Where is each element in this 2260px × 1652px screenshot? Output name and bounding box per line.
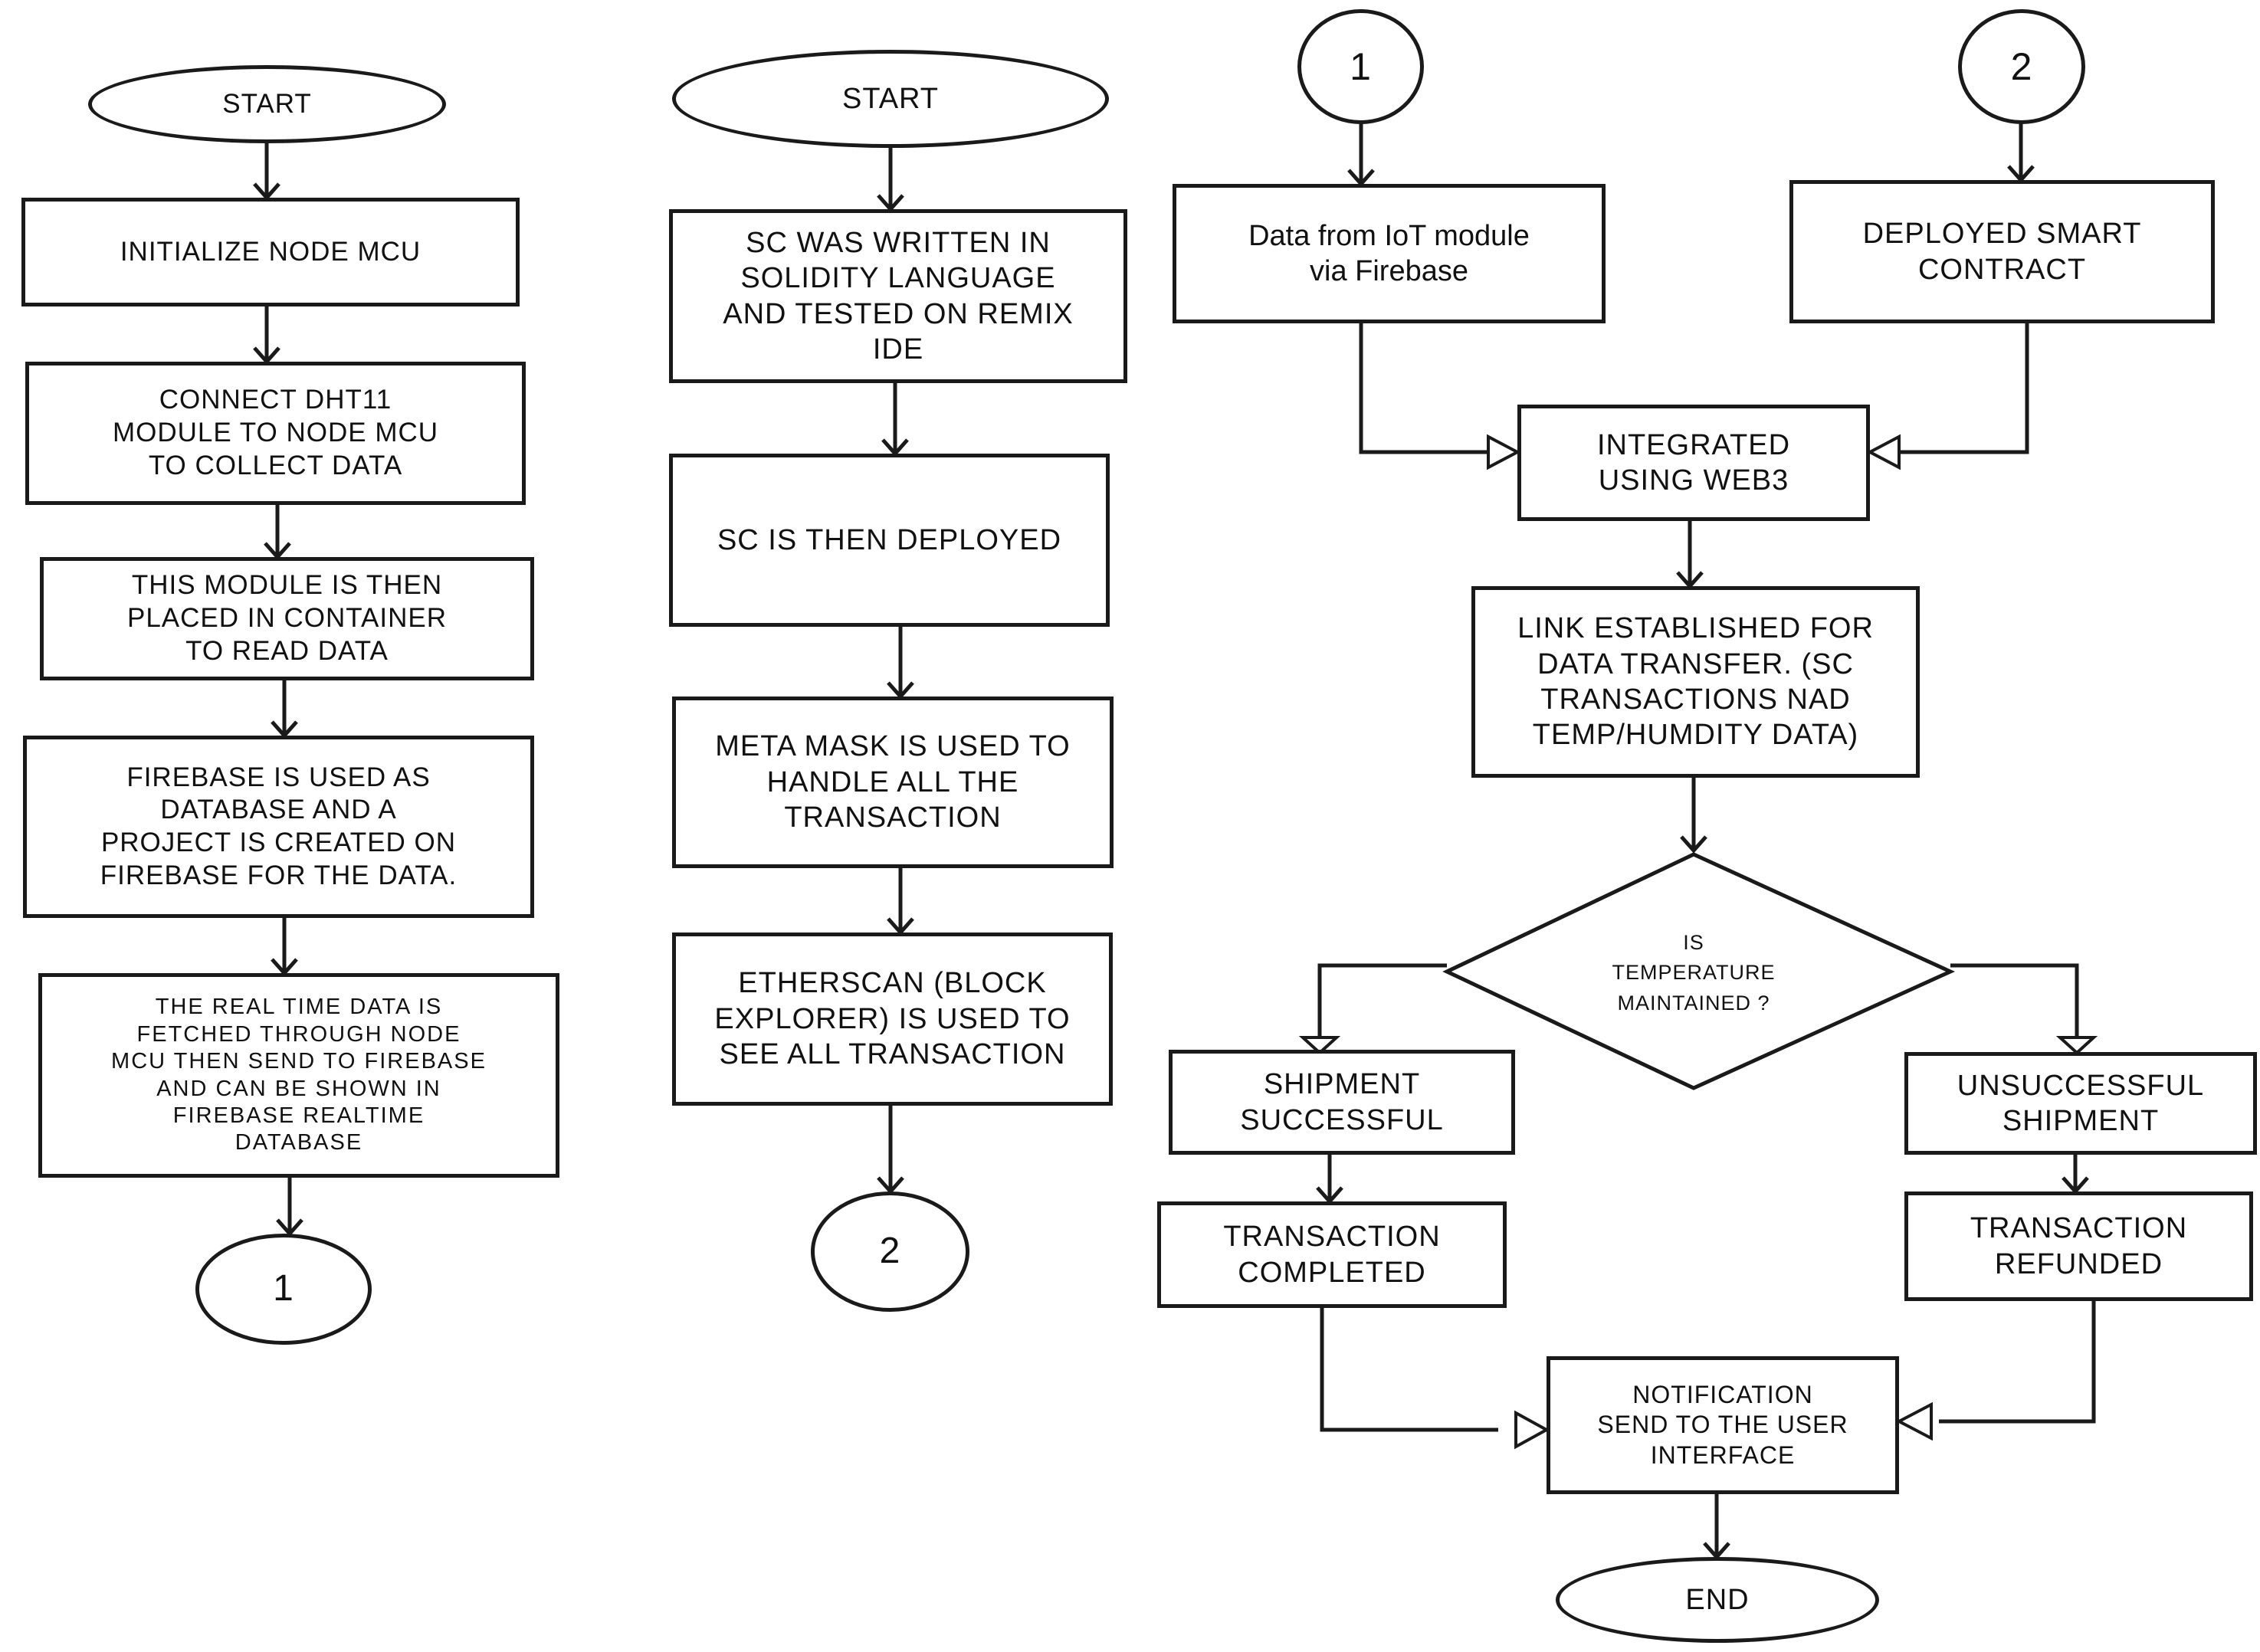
flow3-unsuccessful-shipment-box: UNSUCCESSFUL SHIPMENT bbox=[1904, 1052, 2257, 1155]
flow2-connector-label: 2 bbox=[879, 1231, 901, 1272]
decision-diamond bbox=[1442, 852, 1956, 1090]
flow3-connector2-label: 2 bbox=[2010, 44, 2033, 88]
flow3-deployed-sc-label: DEPLOYED SMART CONTRACT bbox=[1862, 218, 2142, 286]
flow3-deployed-smart-contract-box: DEPLOYED SMART CONTRACT bbox=[1789, 180, 2215, 323]
flow3-decision-label-area: IS TEMPERATURE MAINTAINED ? bbox=[1556, 912, 1832, 1034]
flow2-step3-label: META MASK IS USED TO HANDLE ALL THE TRAN… bbox=[715, 730, 1071, 834]
flow3-transaction-refunded-box: TRANSACTION REFUNDED bbox=[1904, 1191, 2253, 1301]
flow1-connector-label: 1 bbox=[273, 1268, 294, 1309]
flow3-shipment-successful-box: SHIPMENT SUCCESSFUL bbox=[1169, 1050, 1515, 1155]
flow3-connector-1: 1 bbox=[1297, 9, 1424, 124]
flow2-metamask-box: META MASK IS USED TO HANDLE ALL THE TRAN… bbox=[672, 697, 1114, 868]
flow3-unsuccess-label: UNSUCCESSFUL SHIPMENT bbox=[1957, 1069, 2205, 1137]
flow1-initialize-node-mcu-box: INITIALIZE NODE MCU bbox=[21, 198, 520, 306]
flow1-step5-label: THE REAL TIME DATA IS FETCHED THROUGH NO… bbox=[111, 995, 487, 1155]
flow2-deployed-box: SC IS THEN DEPLOYED bbox=[669, 454, 1110, 627]
flow3-connector-2: 2 bbox=[1958, 9, 2085, 124]
flow3-iot-label: Data from IoT module via Firebase bbox=[1248, 219, 1530, 287]
flow3-end-label: END bbox=[1685, 1583, 1750, 1616]
flow1-connector-1: 1 bbox=[195, 1234, 372, 1345]
flow1-start-label: START bbox=[222, 88, 312, 119]
flow1-step1-label: INITIALIZE NODE MCU bbox=[120, 236, 421, 267]
flow1-step4-label: FIREBASE IS USED AS DATABASE AND A PROJE… bbox=[100, 762, 458, 890]
flow3-link-established-box: LINK ESTABLISHED FOR DATA TRANSFER. (SC … bbox=[1471, 586, 1920, 778]
flow3-connector1-label: 1 bbox=[1350, 44, 1372, 88]
flow2-connector-2: 2 bbox=[811, 1191, 969, 1312]
flow3-transaction-completed-box: TRANSACTION COMPLETED bbox=[1157, 1201, 1507, 1308]
flow1-firebase-database-box: FIREBASE IS USED AS DATABASE AND A PROJE… bbox=[23, 736, 534, 918]
flow1-realtime-data-box: THE REAL TIME DATA IS FETCHED THROUGH NO… bbox=[38, 973, 559, 1178]
flow3-integrated-web3-box: INTEGRATED USING WEB3 bbox=[1517, 405, 1870, 521]
flow2-start-label: START bbox=[841, 82, 940, 115]
flow2-start-terminal: START bbox=[672, 50, 1109, 148]
flow2-solidity-box: SC WAS WRITTEN IN SOLIDITY LANGUAGE AND … bbox=[669, 209, 1127, 383]
flow3-notification-box: NOTIFICATION SEND TO THE USER INTERFACE bbox=[1547, 1356, 1899, 1494]
flow3-refunded-label: TRANSACTION REFUNDED bbox=[1970, 1212, 2188, 1280]
flow1-place-in-container-box: THIS MODULE IS THEN PLACED IN CONTAINER … bbox=[40, 557, 534, 680]
flow3-notification-label: NOTIFICATION SEND TO THE USER INTERFACE bbox=[1597, 1381, 1848, 1469]
flow2-etherscan-box: ETHERSCAN (BLOCK EXPLORER) IS USED TO SE… bbox=[672, 933, 1113, 1106]
flow2-step2-label: SC IS THEN DEPLOYED bbox=[717, 523, 1062, 556]
flow3-success-label: SHIPMENT SUCCESSFUL bbox=[1240, 1068, 1444, 1136]
flow1-step2-label: CONNECT DHT11 MODULE TO NODE MCU TO COLL… bbox=[112, 385, 439, 480]
flow1-connect-dht11-box: CONNECT DHT11 MODULE TO NODE MCU TO COLL… bbox=[25, 362, 526, 505]
flow1-step3-label: THIS MODULE IS THEN PLACED IN CONTAINER … bbox=[126, 570, 448, 666]
flow2-step1-label: SC WAS WRITTEN IN SOLIDITY LANGUAGE AND … bbox=[723, 226, 1074, 365]
flow3-end-terminal: END bbox=[1556, 1557, 1879, 1643]
flow2-step4-label: ETHERSCAN (BLOCK EXPLORER) IS USED TO SE… bbox=[714, 967, 1071, 1071]
flow3-iot-data-box: Data from IoT module via Firebase bbox=[1173, 184, 1606, 323]
flow3-completed-label: TRANSACTION COMPLETED bbox=[1223, 1221, 1441, 1289]
flow3-decision-label: IS TEMPERATURE MAINTAINED ? bbox=[1612, 931, 1776, 1014]
flow3-link-label: LINK ESTABLISHED FOR DATA TRANSFER. (SC … bbox=[1517, 612, 1874, 752]
flow3-arrows bbox=[1298, 121, 2098, 1560]
flow1-start-terminal: START bbox=[88, 65, 446, 143]
flow3-integrated-label: INTEGRATED USING WEB3 bbox=[1596, 428, 1791, 497]
